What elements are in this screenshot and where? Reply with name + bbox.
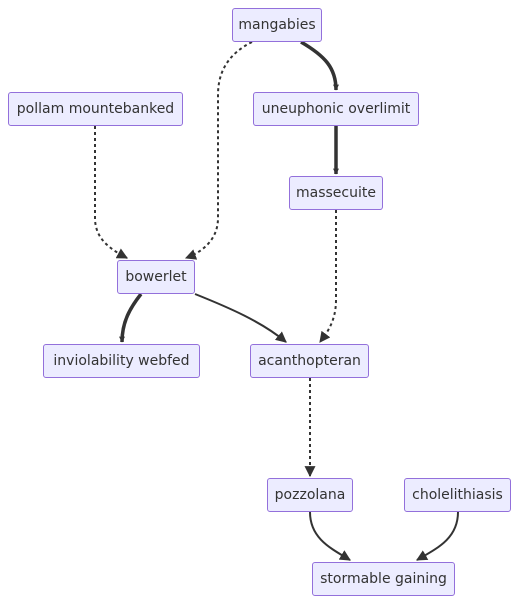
node-stormable-gaining[interactable]: stormable gaining <box>312 562 455 596</box>
node-pozzolana[interactable]: pozzolana <box>267 478 353 512</box>
node-uneuphonic-overlimit[interactable]: uneuphonic overlimit <box>253 92 419 126</box>
edge-cholelithiasis-to-stormable <box>416 511 459 561</box>
edge-pollam-to-bowerlet <box>94 126 128 259</box>
node-acanthopteran[interactable]: acanthopteran <box>250 344 369 378</box>
edge-massecuite-to-acanthopteran <box>319 210 337 343</box>
node-massecuite[interactable]: massecuite <box>289 176 383 210</box>
edge-mangabies-to-uneuphonic <box>300 40 339 91</box>
node-pollam-mountebanked[interactable]: pollam mountebanked <box>8 92 183 126</box>
edge-bowerlet-to-acanthopteran <box>194 293 287 343</box>
node-cholelithiasis[interactable]: cholelithiasis <box>404 478 511 512</box>
edge-mangabies-to-bowerlet <box>184 41 253 260</box>
edge-pozzolana-to-stormable <box>309 511 351 561</box>
node-mangabies[interactable]: mangabies <box>232 8 322 42</box>
edge-bowerlet-to-inviolability <box>119 292 143 343</box>
node-inviolability-webfed[interactable]: inviolability webfed <box>43 344 200 378</box>
node-bowerlet[interactable]: bowerlet <box>117 260 195 294</box>
